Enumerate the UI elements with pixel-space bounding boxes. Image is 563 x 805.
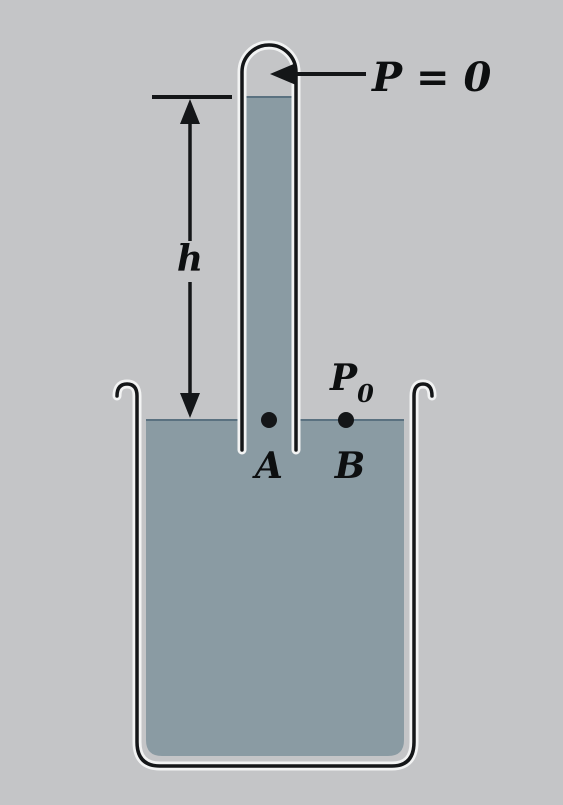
beaker-liquid (146, 420, 404, 756)
label-pressure-surface: P0 (329, 357, 374, 408)
label-height: h (177, 238, 203, 280)
label-point-b: B (334, 445, 365, 487)
height-arrow-up-head (180, 99, 200, 124)
beaker (112, 379, 437, 771)
label-pressure-surface-base: P (329, 357, 358, 399)
point-b-dot (338, 412, 354, 428)
tube-liquid-column (242, 97, 296, 451)
height-arrow-down-head (180, 393, 200, 418)
point-a-dot (261, 412, 277, 428)
label-point-a: A (252, 445, 283, 487)
label-pressure-surface-sub: 0 (357, 379, 374, 408)
height-dimension (180, 99, 200, 418)
vacuum-arrow-head (270, 63, 296, 85)
label-pressure-top: P = 0 (371, 54, 491, 101)
